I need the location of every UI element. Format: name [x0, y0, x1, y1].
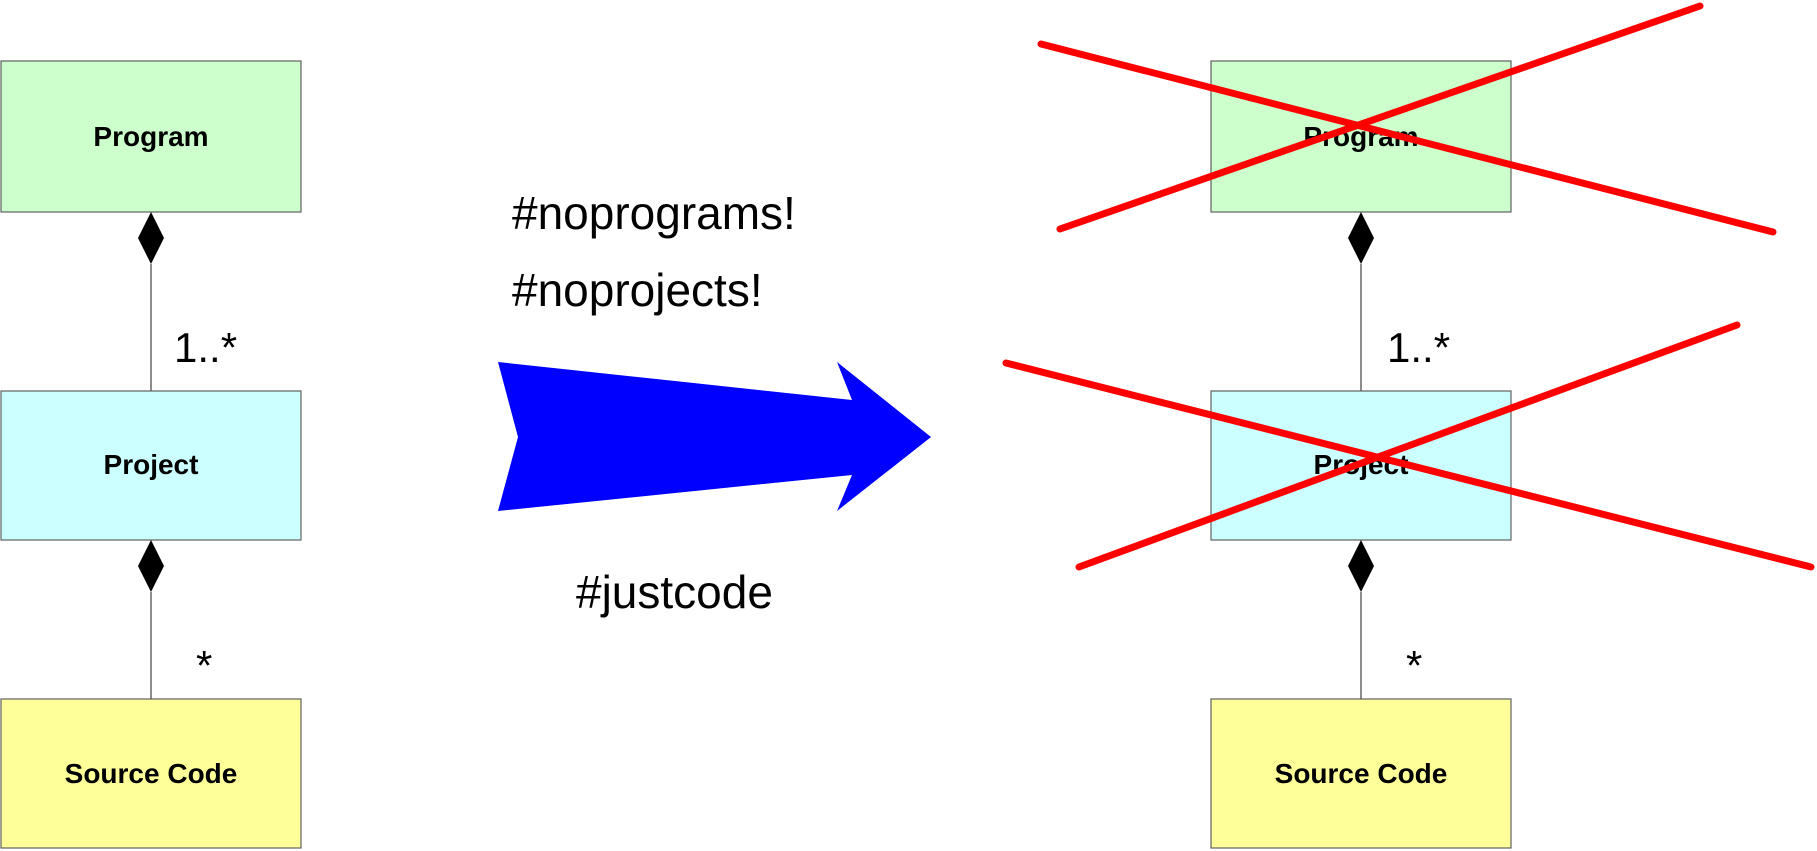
- project-box: [0, 390, 302, 541]
- hashtag-noprograms: #noprograms!: [512, 187, 796, 239]
- project-label: Project: [104, 449, 199, 480]
- cross-out-line: [1002, 359, 1815, 571]
- composition-diamond-icon: [138, 212, 164, 264]
- multiplicity-label: *: [196, 642, 212, 689]
- composition-diamond-icon: [1348, 212, 1374, 264]
- program-label: Program: [93, 121, 208, 152]
- multiplicity-label: 1..*: [174, 324, 237, 371]
- right-diagram: Program Project Source Code 1..* *: [1002, 2, 1815, 849]
- arrow-right-icon: [498, 362, 931, 511]
- middle-section: #noprograms! #noprojects! #justcode: [498, 187, 931, 618]
- source-code-label: Source Code: [1275, 758, 1448, 789]
- program-box: [0, 60, 302, 213]
- hashtag-justcode: #justcode: [576, 566, 773, 618]
- left-diagram: Program Project Source Code 1..* *: [0, 60, 302, 849]
- composition-diamond-icon: [138, 540, 164, 592]
- hashtag-noprojects: #noprojects!: [512, 264, 763, 316]
- cross-out-line: [1075, 321, 1741, 571]
- cross-out-line: [1037, 40, 1777, 236]
- cross-out-line: [1056, 2, 1704, 233]
- multiplicity-label: 1..*: [1387, 324, 1450, 371]
- composition-diamond-icon: [1348, 540, 1374, 592]
- source-code-label: Source Code: [65, 758, 238, 789]
- multiplicity-label: *: [1406, 642, 1422, 689]
- source-code-box: [0, 698, 302, 849]
- source-code-box: [1210, 698, 1512, 849]
